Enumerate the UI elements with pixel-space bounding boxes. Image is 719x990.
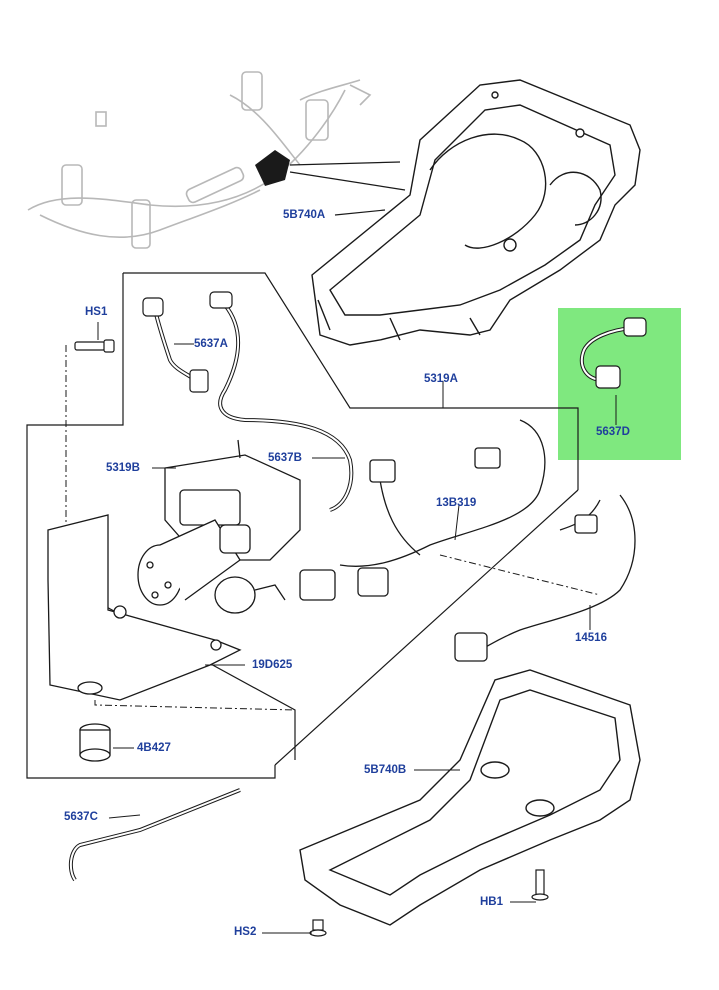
harness-13b319 [299, 419, 546, 601]
label-4b427: 4B427 [137, 742, 171, 754]
vehicle-overview-ghost [27, 71, 372, 249]
label-5637a: 5637A [194, 338, 228, 350]
label-5319a: 5319A [424, 373, 458, 385]
label-5637d: 5637D [596, 426, 630, 438]
pipe-5637c [68, 788, 241, 882]
label-5b740a: 5B740A [283, 209, 326, 221]
label-hs2: HS2 [234, 926, 257, 938]
lower-cover [299, 669, 641, 926]
label-5319b: 5319B [106, 462, 140, 474]
label-13b319: 13B319 [436, 497, 477, 509]
compressor [137, 439, 301, 614]
pipe-5637b [209, 291, 354, 512]
isolator [79, 723, 111, 762]
harness-14516 [454, 494, 636, 662]
label-19d625: 19D625 [252, 659, 293, 671]
label-5b740b: 5B740B [364, 764, 407, 776]
bolt-hs1 [74, 339, 115, 353]
upper-cover [311, 79, 641, 346]
label-hs1: HS1 [85, 306, 108, 318]
valve-block [255, 150, 290, 186]
leader-lines [97, 322, 617, 934]
label-5637c: 5637C [64, 811, 98, 823]
pipe-5637a [142, 297, 209, 393]
mounting-bracket [47, 514, 242, 701]
label-14516: 14516 [575, 632, 607, 644]
label-5637b: 5637B [268, 452, 302, 464]
pipe-5637d [579, 317, 647, 389]
fasteners [309, 869, 549, 937]
leader-lines-top [289, 161, 406, 216]
label-hb1: HB1 [480, 896, 504, 908]
